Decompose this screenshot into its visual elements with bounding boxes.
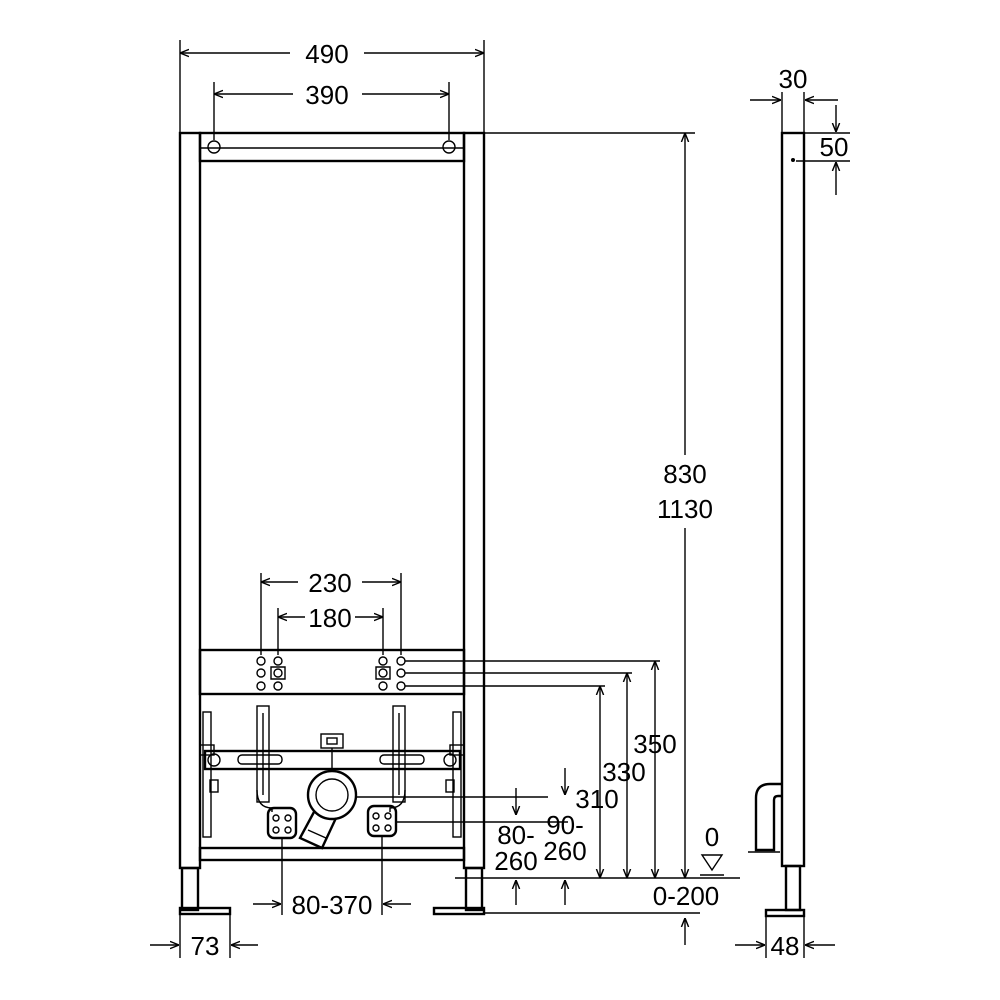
dim-height-310: 310 bbox=[575, 784, 618, 814]
dim-frame-depth: 30 bbox=[779, 64, 808, 94]
dim-height-350: 350 bbox=[633, 729, 676, 759]
dim-water-spacing-outer: 230 bbox=[308, 568, 351, 598]
dim-overall-width: 490 bbox=[305, 39, 348, 69]
left-post bbox=[178, 131, 202, 870]
dim-drain-offset-b-2: 260 bbox=[543, 836, 586, 866]
side-foot-leg bbox=[784, 864, 802, 912]
dim-height-1130: 1130 bbox=[657, 494, 713, 524]
side-mount-point bbox=[791, 158, 795, 162]
water-connection-left bbox=[266, 806, 298, 840]
dim-mount-hole-spacing: 390 bbox=[305, 80, 348, 110]
connection-holes bbox=[256, 656, 406, 691]
dim-foot-adjustment: 0-200 bbox=[653, 881, 720, 911]
dim-floor-level: 0 bbox=[705, 822, 719, 852]
mount-hole-right bbox=[442, 140, 456, 154]
left-side-bracket bbox=[202, 711, 212, 838]
right-post bbox=[462, 131, 486, 870]
dim-height-830: 830 bbox=[663, 459, 706, 489]
dim-drain-offset-a-1: 80- bbox=[497, 820, 535, 850]
dim-foot-width: 73 bbox=[191, 931, 220, 961]
right-side-bracket bbox=[452, 711, 462, 838]
side-post bbox=[780, 131, 806, 868]
right-foot-plate bbox=[432, 906, 486, 916]
dim-foot-depth: 48 bbox=[771, 931, 800, 961]
dim-drain-offset-b-1: 90- bbox=[546, 810, 584, 840]
connection-plate bbox=[198, 648, 466, 696]
floor-level-symbol bbox=[700, 854, 724, 872]
drain-bend bbox=[298, 733, 358, 850]
right-foot-leg bbox=[464, 866, 484, 912]
bottom-crossbar bbox=[198, 846, 466, 862]
front-dimensions: 490 390 230 180 830 1130 350 330 bbox=[150, 39, 740, 961]
top-rail bbox=[198, 131, 466, 163]
slot-right bbox=[392, 705, 406, 803]
dim-water-spacing-inner: 180 bbox=[308, 603, 351, 633]
water-connection-right bbox=[366, 804, 398, 838]
side-foot-plate bbox=[764, 908, 806, 918]
front-frame bbox=[178, 131, 486, 916]
mount-hole-left bbox=[207, 140, 221, 154]
side-view: 30 50 48 bbox=[735, 64, 850, 961]
left-foot-leg bbox=[180, 866, 200, 912]
dim-top-offset: 50 bbox=[820, 132, 849, 162]
dim-drain-offset-a-2: 260 bbox=[494, 846, 537, 876]
side-drain-elbow bbox=[754, 782, 782, 852]
dim-height-330: 330 bbox=[602, 757, 645, 787]
left-foot-plate bbox=[178, 906, 232, 916]
dim-mounting-range: 80-370 bbox=[292, 890, 373, 920]
slot-left bbox=[256, 705, 270, 803]
